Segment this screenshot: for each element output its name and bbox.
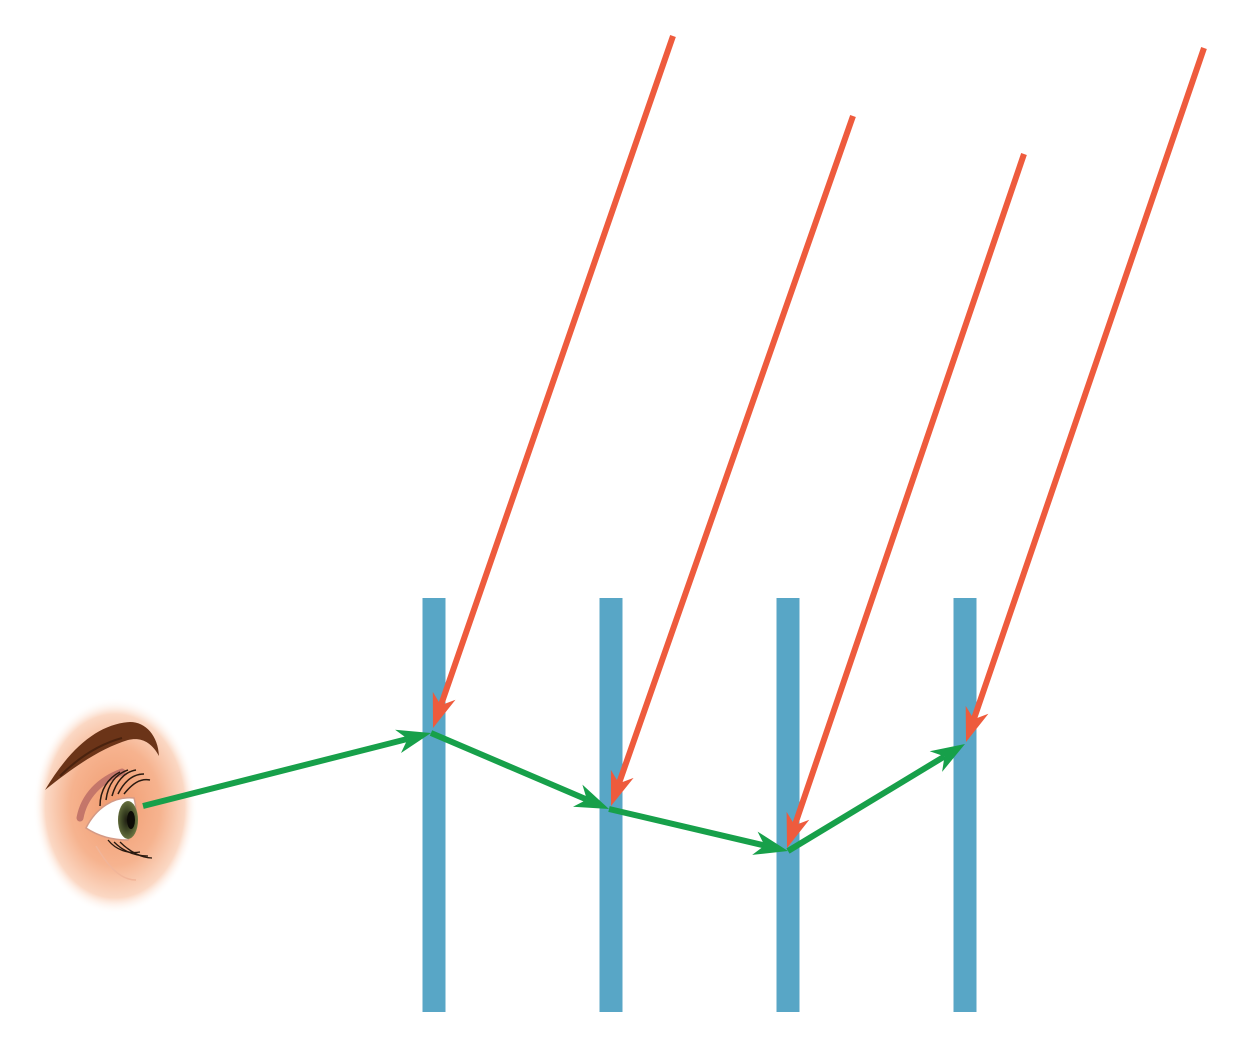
sight-path-arrow bbox=[608, 806, 788, 855]
sight-path-arrow bbox=[142, 729, 431, 809]
incoming-ray-arrow bbox=[610, 115, 856, 806]
incoming-ray-arrow bbox=[965, 47, 1207, 742]
vertical-bar bbox=[776, 598, 800, 1012]
vertical-bar bbox=[953, 598, 977, 1012]
incoming-ray-arrow bbox=[432, 35, 676, 728]
eye-icon bbox=[33, 698, 197, 914]
sight-path-arrow bbox=[786, 744, 965, 854]
incoming-ray-arrow bbox=[786, 153, 1027, 848]
vertical-bar bbox=[422, 598, 446, 1012]
vertical-bars bbox=[422, 598, 977, 1012]
sight-path-arrow bbox=[429, 730, 609, 809]
incoming-rays bbox=[432, 35, 1207, 848]
sight-path bbox=[142, 729, 965, 855]
